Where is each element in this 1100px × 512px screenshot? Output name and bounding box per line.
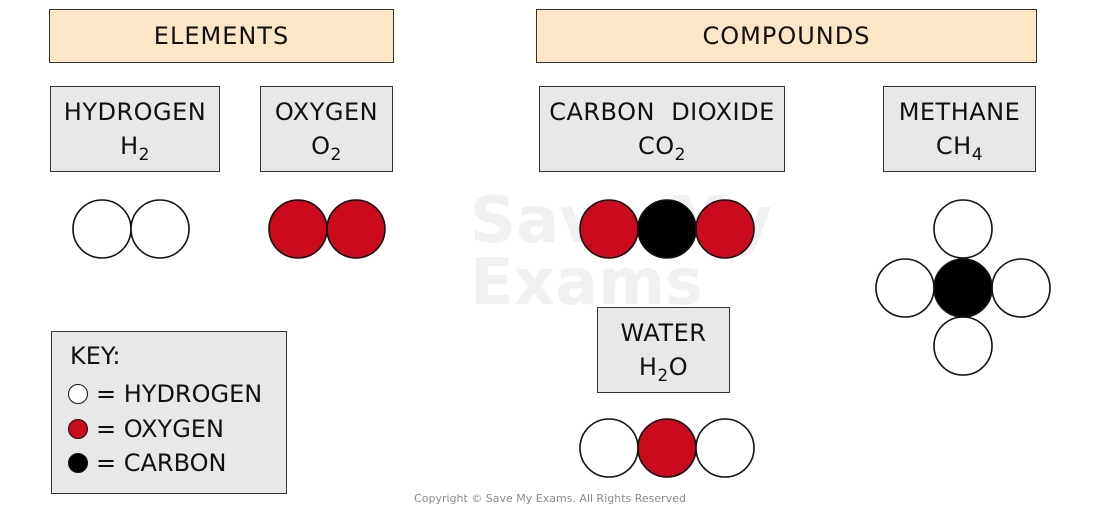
compounds-header-text: COMPOUNDS [702, 22, 871, 50]
oxygen-formula: O2 [311, 132, 342, 165]
carbon-atom-swatch [68, 453, 88, 473]
carbon-dioxide-formula: CO2 [638, 132, 686, 165]
methane-formula: CH4 [935, 132, 984, 165]
copyright-notice: Copyright © Save My Exams. All Rights Re… [414, 492, 686, 505]
hydrogen-label-box: HYDROGEN H2 [50, 86, 220, 172]
methane-name: METHANE [898, 98, 1021, 126]
oxygen-atom-swatch [68, 419, 88, 439]
carbon-dioxide-name: CARBON DIOXIDE [549, 98, 775, 126]
key-title: KEY: [70, 342, 121, 370]
oxygen-atom [326, 199, 386, 259]
carbon-atom [637, 199, 697, 259]
elements-header: ELEMENTS [49, 9, 394, 63]
methane-molecule [875, 199, 1051, 376]
hydrogen-atom [130, 199, 190, 259]
hydrogen-atom [695, 418, 755, 478]
key-item-carbon-label: = CARBON [96, 449, 227, 477]
oxygen-atom [637, 418, 697, 478]
hydrogen-molecule [72, 199, 190, 259]
oxygen-atom [695, 199, 755, 259]
oxygen-label-box: OXYGEN O2 [260, 86, 393, 172]
hydrogen-atom-swatch [68, 384, 88, 404]
oxygen-atom [268, 199, 328, 259]
hydrogen-atom [72, 199, 132, 259]
elements-header-text: ELEMENTS [153, 22, 290, 50]
oxygen-atom [579, 199, 639, 259]
key-box: KEY: = HYDROGEN = OXYGEN = CARBON [51, 331, 287, 494]
watermark-line-2: Exams [470, 246, 703, 320]
hydrogen-atom [991, 258, 1051, 318]
key-item-oxygen: = OXYGEN [68, 415, 224, 443]
oxygen-molecule [268, 199, 386, 259]
hydrogen-atom [875, 258, 935, 318]
water-name: WATER [620, 319, 707, 347]
carbon-dioxide-molecule [579, 199, 755, 259]
hydrogen-name: HYDROGEN [63, 98, 207, 126]
hydrogen-atom [579, 418, 639, 478]
water-molecule [579, 418, 755, 478]
key-item-hydrogen: = HYDROGEN [68, 380, 262, 408]
carbon-atom [933, 258, 993, 318]
key-item-carbon: = CARBON [68, 449, 226, 477]
key-item-hydrogen-label: = HYDROGEN [96, 380, 263, 408]
water-label-box: WATER H2O [597, 307, 730, 393]
key-item-oxygen-label: = OXYGEN [96, 415, 224, 443]
hydrogen-atom [933, 316, 993, 376]
oxygen-name: OXYGEN [274, 98, 379, 126]
hydrogen-atom [933, 199, 993, 259]
carbon-dioxide-label-box: CARBON DIOXIDE CO2 [539, 86, 785, 172]
compounds-header: COMPOUNDS [536, 9, 1037, 63]
water-formula: H2O [638, 353, 689, 386]
methane-label-box: METHANE CH4 [883, 86, 1036, 172]
hydrogen-formula: H2 [120, 132, 150, 165]
